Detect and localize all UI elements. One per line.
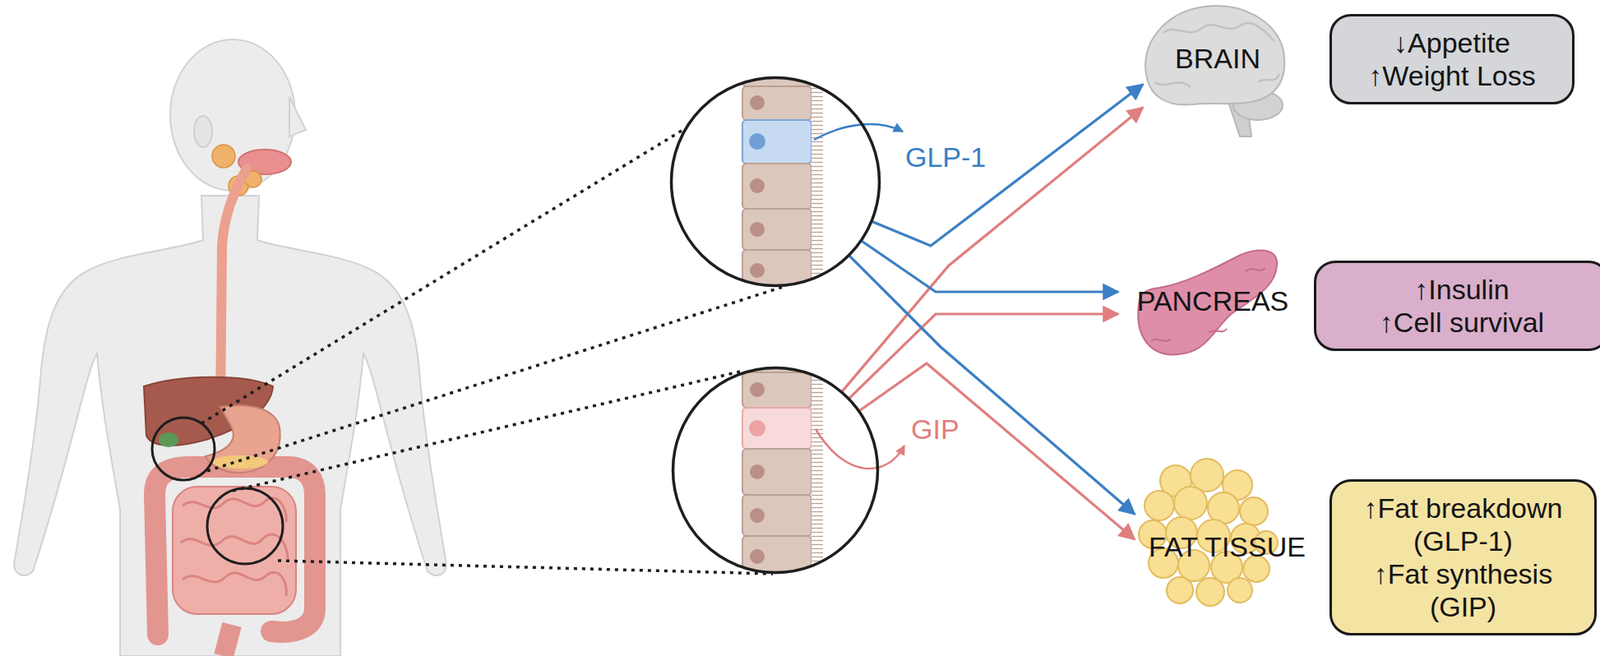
zoom-circle-node: GLP-1 <box>670 76 881 287</box>
nucleus <box>749 420 766 437</box>
organ-node: BRAIN <box>1142 0 1293 117</box>
k-cell <box>742 407 812 449</box>
organ-label: BRAIN <box>1174 41 1261 75</box>
nucleus <box>749 221 765 237</box>
zoom-leader <box>201 130 682 424</box>
body-silhouette <box>13 195 446 656</box>
rectum <box>223 624 232 656</box>
hormone-arrow <box>872 84 1143 246</box>
brush-border <box>811 32 824 305</box>
intestine-loops <box>180 498 288 597</box>
hormone-arrow <box>841 107 1143 392</box>
organ-label: FAT TISSUE <box>1148 530 1306 564</box>
effect-text: ↑Fat synthesis (GIP) <box>1361 557 1565 624</box>
adipocyte <box>1166 577 1194 604</box>
adipocyte <box>1196 578 1225 606</box>
small-intestine <box>172 486 296 615</box>
nucleus <box>749 56 765 72</box>
adipocyte <box>1227 578 1253 603</box>
nucleus <box>749 464 765 480</box>
cell <box>742 494 812 537</box>
zoom-circle-node: GIP <box>671 366 879 574</box>
nucleus <box>749 549 765 565</box>
cell <box>742 208 812 250</box>
hormone-arrow <box>861 240 1119 292</box>
effect-box: ↑Insulin↑Cell survival <box>1313 260 1600 352</box>
effect-box: ↓Appetite↑Weight Loss <box>1329 13 1575 105</box>
zoom-leader <box>277 560 773 574</box>
cell <box>742 163 812 209</box>
gallbladder <box>158 432 179 448</box>
effect-text: ↑Cell survival <box>1345 305 1578 339</box>
brush-border <box>811 328 824 584</box>
organ-label: PANCREAS <box>1137 284 1290 318</box>
l-cell <box>742 120 812 164</box>
adipocyte <box>1174 486 1207 520</box>
cell <box>742 372 812 408</box>
head <box>170 39 296 191</box>
zoom-leader <box>232 371 740 491</box>
nucleus <box>749 133 766 150</box>
cell <box>742 448 812 495</box>
magnifier-spot <box>152 417 215 481</box>
effect-text: ↑Insulin <box>1345 272 1578 306</box>
esophagus <box>220 168 247 412</box>
zoom-circle <box>671 78 880 287</box>
nucleus <box>749 178 765 194</box>
epithelium <box>742 32 824 305</box>
hormone-arrow <box>850 256 1135 515</box>
circle-outline-layer <box>670 76 881 287</box>
hormone-arrow <box>860 363 1135 540</box>
circle-outline-layer <box>671 366 879 574</box>
effect-text: ↓Appetite <box>1361 26 1543 60</box>
brain-gyri <box>1154 23 1280 88</box>
hormone-label: GLP-1 <box>905 140 986 174</box>
nose <box>289 97 306 137</box>
salivary-gland <box>212 144 236 168</box>
hormone-label: GIP <box>910 412 960 446</box>
cell <box>742 86 812 121</box>
effect-text: ↑Weight Loss <box>1361 59 1543 93</box>
organ-node: PANCREAS <box>1118 271 1308 331</box>
ear <box>194 115 213 148</box>
nucleus <box>749 508 765 523</box>
adipocyte <box>1144 490 1175 521</box>
effect-box: ↑Fat breakdown (GLP-1)↑Fat synthesis (GI… <box>1329 479 1597 636</box>
secretion-arrow <box>815 429 905 469</box>
brain <box>1145 5 1285 105</box>
organ-node: FAT TISSUE <box>1134 509 1320 584</box>
nucleus <box>749 95 765 111</box>
zoom-circle <box>673 368 879 574</box>
large-intestine <box>154 467 315 635</box>
secretion-arrow <box>813 124 903 140</box>
nucleus <box>749 382 765 398</box>
adipocyte <box>1239 497 1268 526</box>
effect-text: ↑Fat breakdown (GLP-1) <box>1361 491 1565 558</box>
magnifier-spot <box>207 488 283 565</box>
nucleus <box>749 263 765 278</box>
